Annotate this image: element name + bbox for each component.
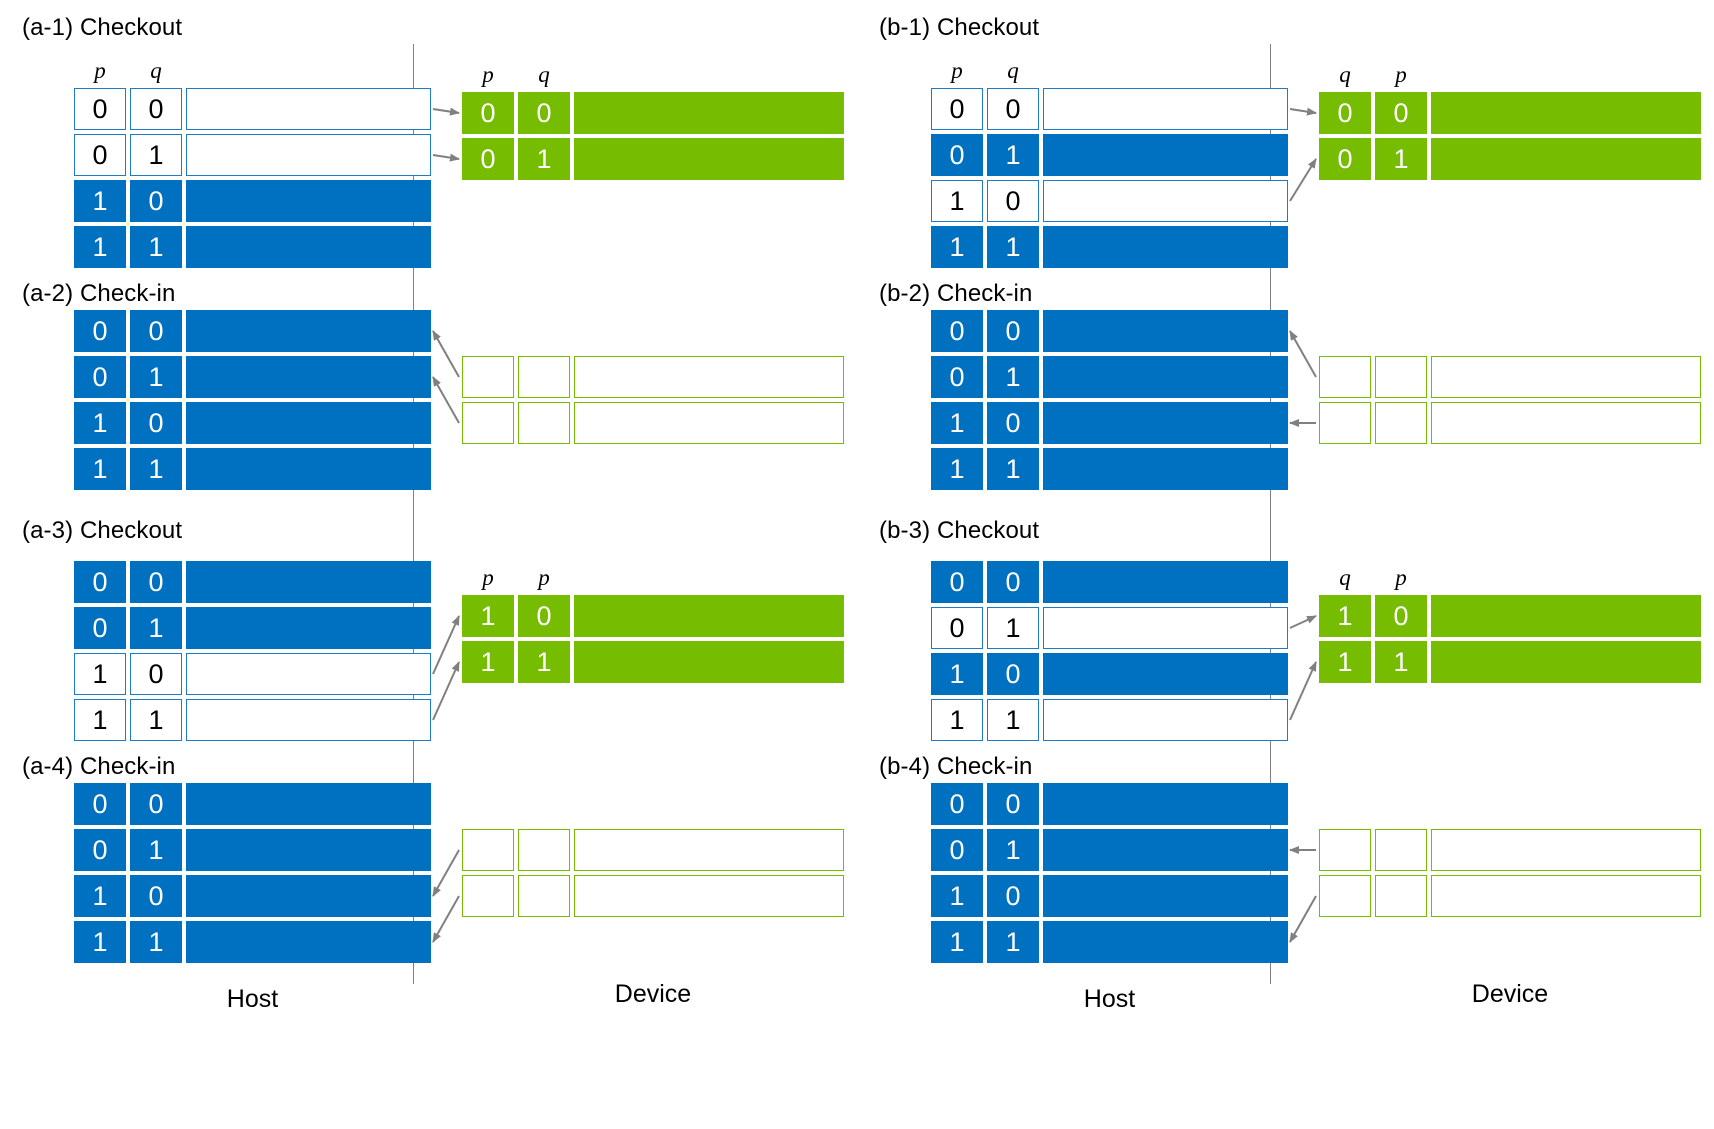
transfer-arrow — [432, 849, 460, 897]
column-header-p: p — [1395, 62, 1407, 87]
panel-title: (b-4) Check-in — [879, 753, 1033, 780]
column-header-p: p — [94, 58, 106, 83]
footer-label-device: Device — [614, 980, 692, 1008]
column-header-p: p — [1395, 565, 1407, 590]
panel-title: (a-4) Check-in — [22, 753, 176, 780]
transfer-arrow — [432, 330, 460, 378]
host-device-divider — [1270, 44, 1271, 984]
column-header-q: q — [1007, 58, 1019, 83]
panel-title: (a-1) Checkout — [22, 14, 183, 41]
transfer-arrow — [432, 661, 460, 721]
transfer-arrow — [1289, 895, 1317, 943]
transfer-arrow — [432, 153, 460, 162]
transfer-arrow — [432, 615, 460, 675]
column-header-q: q — [150, 58, 162, 83]
footer-label-host: Host — [1083, 985, 1136, 1013]
column-header-p: p — [538, 565, 550, 590]
panel-title: (a-2) Check-in — [22, 280, 176, 307]
host-device-divider — [413, 44, 414, 984]
panel-title: (a-3) Checkout — [22, 517, 183, 544]
panel-title: (b-2) Check-in — [879, 280, 1033, 307]
transfer-arrow — [432, 107, 460, 116]
column-header-q: q — [538, 62, 550, 87]
column-header-q: q — [1339, 565, 1351, 590]
column-header-p: p — [482, 565, 494, 590]
column-header-p: p — [482, 62, 494, 87]
panel-title: (b-3) Checkout — [879, 517, 1040, 544]
footer-label-device: Device — [1471, 980, 1549, 1008]
transfer-arrow — [1289, 615, 1317, 629]
footer-label-host: Host — [226, 985, 279, 1013]
transfer-arrow — [432, 376, 460, 424]
transfer-arrow — [1289, 107, 1317, 116]
transfer-arrow — [432, 895, 460, 943]
transfer-arrow — [1289, 330, 1317, 378]
transfer-arrow — [1289, 158, 1317, 202]
column-header-p: p — [951, 58, 963, 83]
transfer-arrow — [1289, 661, 1317, 721]
panel-title: (b-1) Checkout — [879, 14, 1040, 41]
column-header-q: q — [1339, 62, 1351, 87]
